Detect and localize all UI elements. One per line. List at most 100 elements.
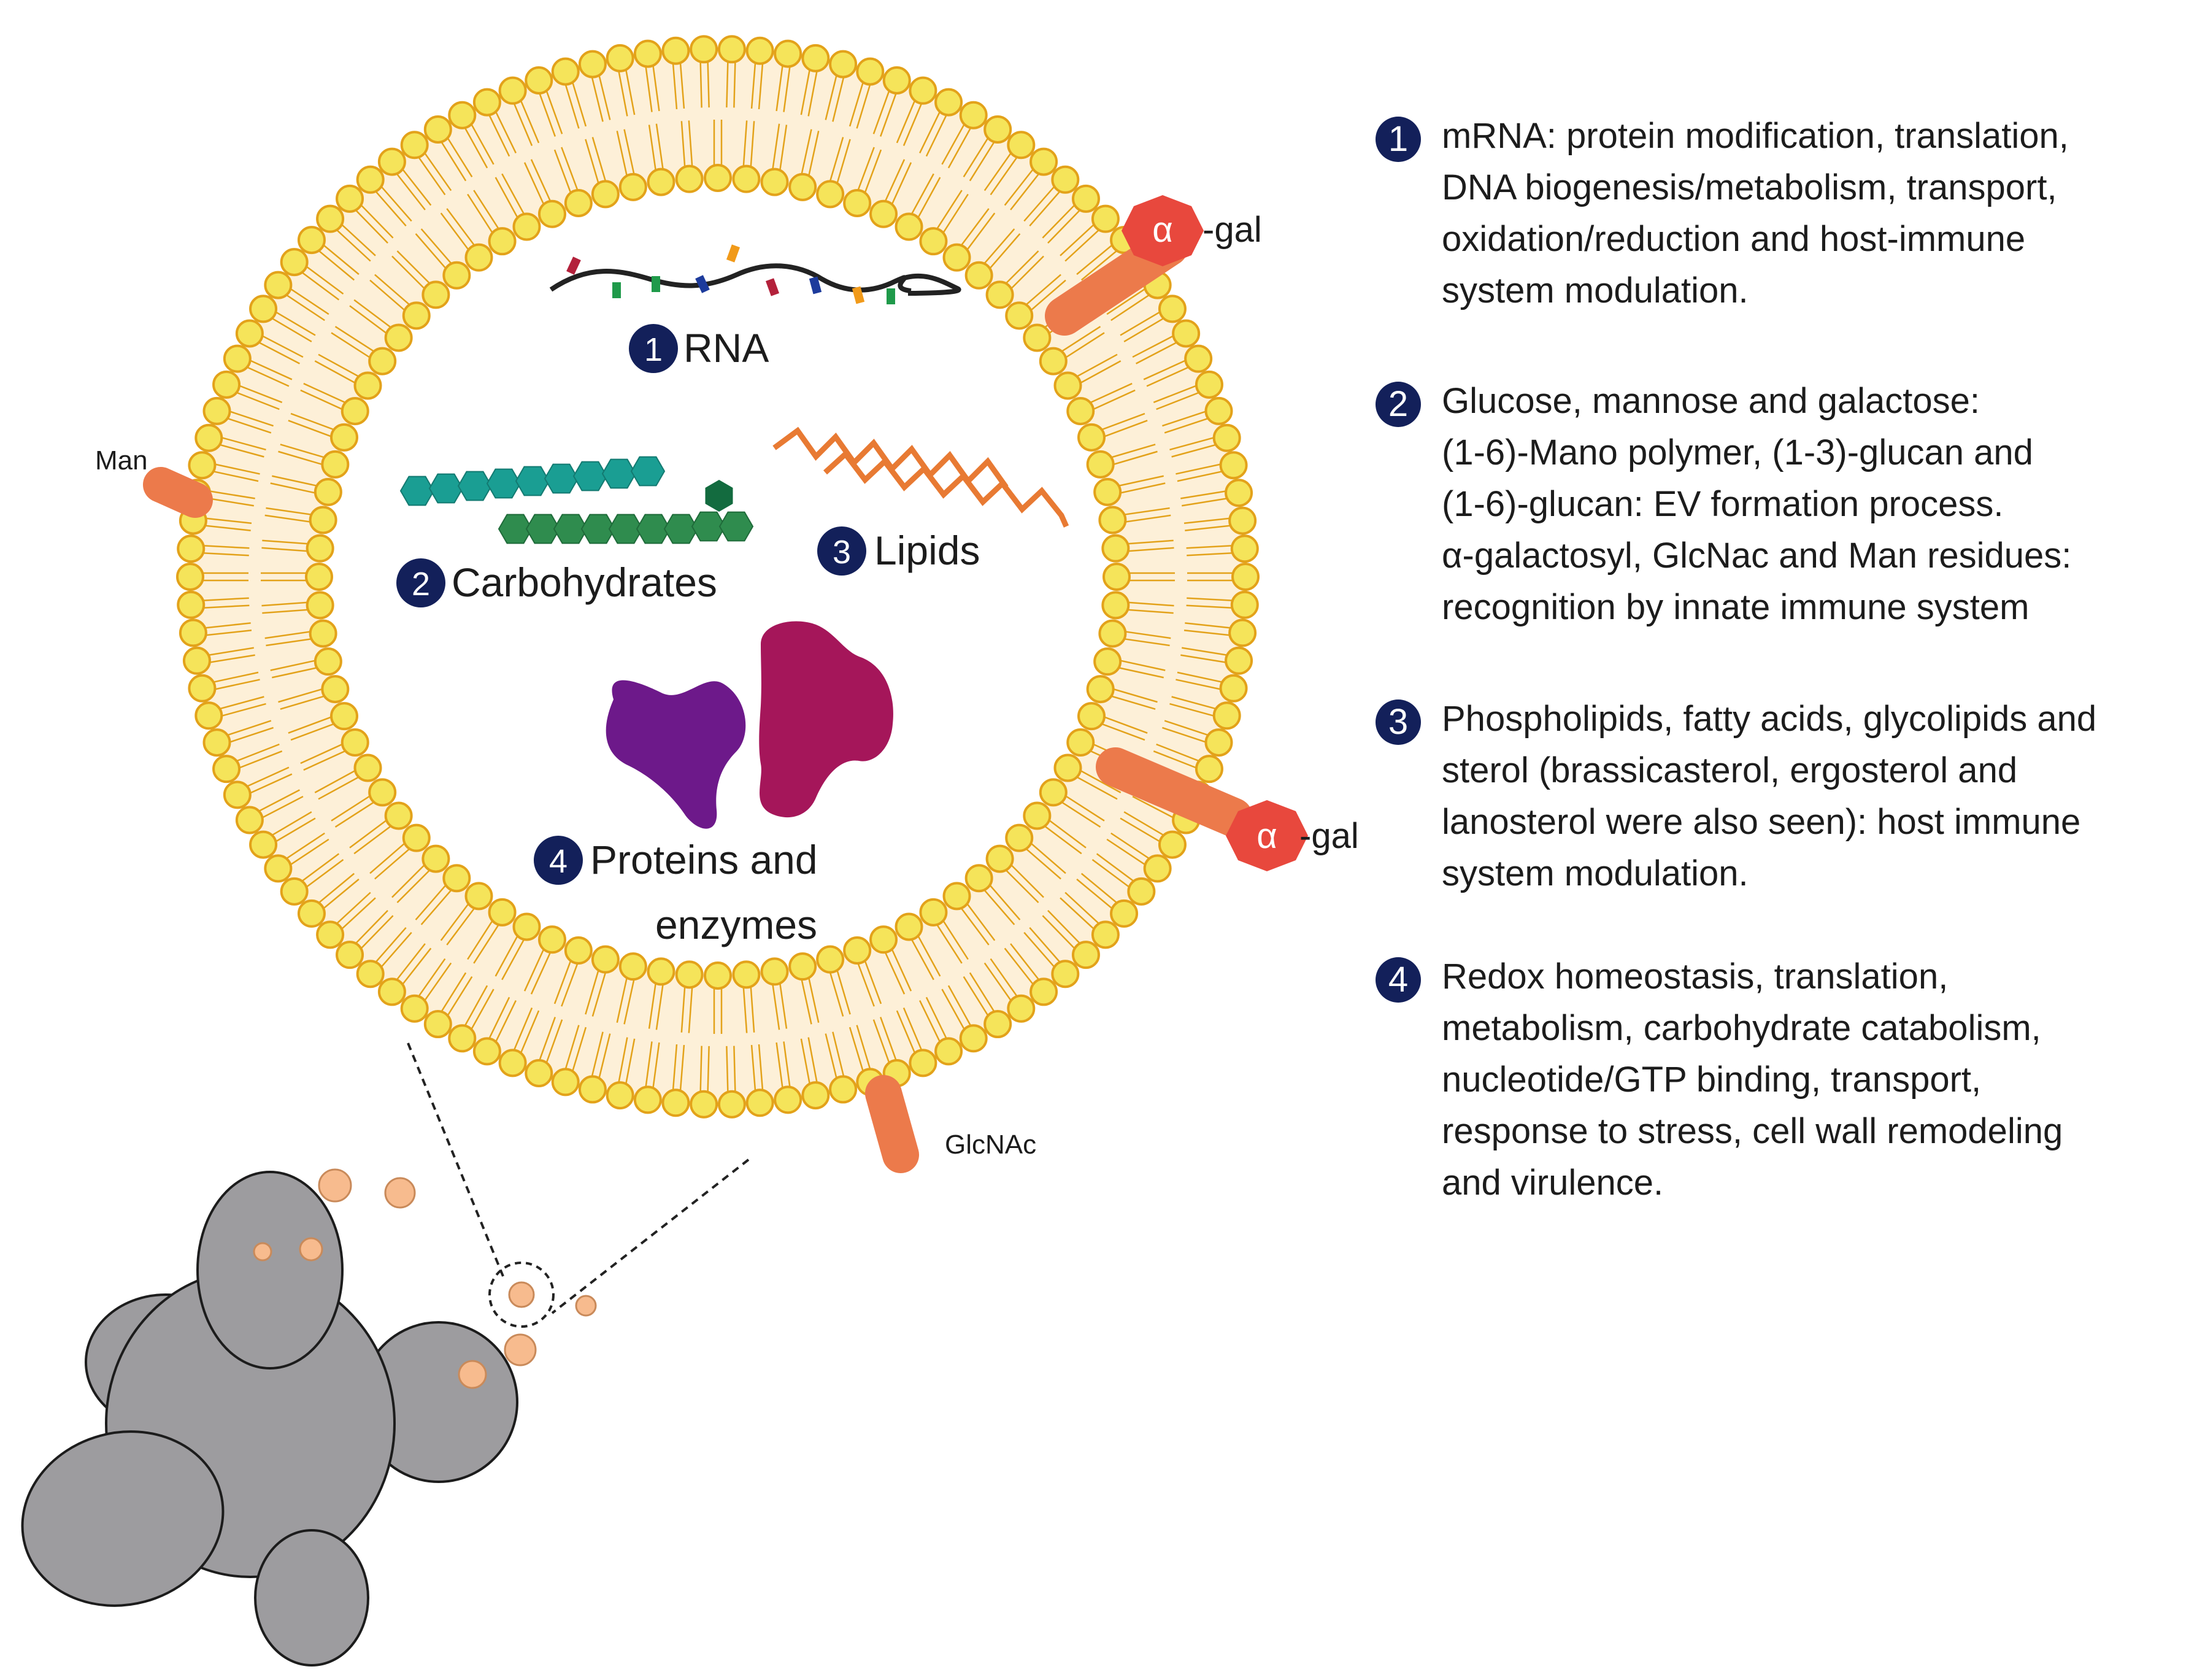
badge-1-number: 1	[644, 331, 663, 368]
lipid-head	[194, 423, 223, 452]
glcnac-label: GlcNAc	[945, 1130, 1036, 1160]
lipid-head	[1231, 563, 1260, 591]
mannose-hexagon	[553, 514, 588, 544]
badge-4	[534, 836, 583, 885]
lipid-head	[498, 1049, 527, 1077]
legend-line: metabolism, carbohydrate catabolism,	[1442, 1008, 2041, 1048]
lipid-head	[732, 164, 761, 193]
legend-line: (1-6)-glucan: EV formation process.	[1442, 484, 2004, 524]
yeast-cell	[21, 1430, 225, 1607]
lipid-head	[202, 728, 231, 757]
lipid-head	[909, 76, 937, 105]
lipid-head	[336, 184, 364, 213]
lipid-head	[1127, 877, 1156, 906]
extracellular-vesicle	[384, 1177, 416, 1209]
lipid-head	[423, 1010, 452, 1039]
glucose-hexagon	[457, 471, 493, 501]
lipid-head	[690, 35, 718, 64]
lipid-head	[745, 36, 774, 65]
phospholipid-heads	[176, 35, 1260, 1119]
branch-hexagon	[705, 480, 733, 512]
lipid-head	[1007, 131, 1036, 160]
glucose-hexagon	[544, 463, 579, 494]
lipid-head	[280, 877, 309, 906]
badge-2	[396, 558, 445, 607]
lipid-head	[1195, 370, 1223, 399]
lipid-head	[647, 168, 675, 196]
lipid-head	[942, 882, 971, 911]
protein-purple	[606, 680, 746, 829]
legend-line: DNA biogenesis/metabolism, transport,	[1442, 168, 2057, 207]
lipid-head	[448, 101, 477, 129]
zoom-line	[407, 1042, 504, 1277]
lipid-head	[1101, 591, 1130, 620]
alpha-gal-hexagon-right	[1226, 800, 1308, 871]
lipid-head	[356, 960, 385, 988]
lipid-head	[384, 323, 413, 352]
lipid-head	[591, 945, 620, 974]
lipid-head	[356, 165, 385, 194]
lipid-head	[816, 180, 845, 209]
proteins-label-line2: enzymes	[655, 902, 817, 947]
lipid-head	[1212, 701, 1241, 730]
lipid-head	[704, 961, 732, 990]
lipid-head	[1098, 619, 1127, 648]
lipid-head	[314, 647, 342, 676]
alpha-gal-receptor-top: α -gal	[1045, 195, 1262, 336]
zoom-indicator	[407, 1042, 750, 1328]
lipid-head	[368, 778, 397, 807]
legend-line: recognition by innate immune system	[1442, 587, 2030, 627]
lipid-head	[717, 35, 746, 64]
lipid-head	[423, 115, 452, 144]
lipid-head	[1077, 702, 1106, 731]
lipid-head	[464, 882, 493, 911]
glucose-hexagon	[486, 468, 521, 499]
lipid-head	[264, 271, 293, 299]
lipid-head	[377, 147, 406, 176]
lipid-head	[564, 936, 593, 965]
lipid-head	[919, 898, 948, 927]
lipid-head	[321, 450, 350, 479]
lipid-head	[1005, 823, 1034, 852]
mannose-hexagon	[691, 511, 726, 542]
rna-base	[852, 286, 865, 304]
lipid-head	[329, 423, 358, 452]
lipid-head	[188, 674, 217, 703]
lipid-head	[942, 243, 971, 272]
lipid-head	[591, 180, 620, 209]
mannose-hexagon	[636, 514, 671, 544]
lipid-head	[829, 50, 858, 79]
lipid-head	[1101, 534, 1130, 563]
carbohydrate-chains	[399, 456, 754, 544]
badge-4-number: 4	[549, 843, 568, 880]
legend-badge-4: 4	[1376, 957, 1421, 1003]
lipid-head	[717, 1090, 746, 1119]
badge-1	[629, 324, 678, 373]
rna-label: RNA	[683, 325, 769, 371]
alpha-gal-hexagon-top	[1122, 195, 1204, 266]
lipid-head	[1219, 451, 1248, 480]
lipid-head	[314, 477, 342, 506]
extracellular-vesicle	[318, 1168, 352, 1203]
carbohydrates-label: Carbohydrates	[452, 560, 717, 605]
lipid-head	[223, 344, 252, 373]
legend-line: system modulation.	[1442, 853, 1749, 893]
rna-base	[765, 278, 780, 296]
mannose-hexagon	[525, 514, 561, 544]
lipid-head	[934, 1037, 963, 1066]
lipid-head	[442, 261, 471, 290]
rna-base	[566, 256, 581, 275]
lipid-head	[959, 101, 988, 129]
lipid-head	[1053, 753, 1082, 782]
lipid-chain	[823, 450, 1069, 528]
extracellular-vesicle	[508, 1281, 535, 1308]
lipids-label: Lipids	[874, 528, 980, 573]
lipid-head	[305, 563, 333, 591]
lipid-head	[402, 301, 431, 330]
legend-line: lanosterol were also seen): host immune	[1442, 802, 2081, 842]
lipid-head	[179, 618, 207, 647]
rna-base	[612, 282, 621, 298]
lipid-head	[182, 646, 211, 675]
lipid-head	[512, 912, 541, 941]
lipid-head	[1091, 920, 1120, 949]
